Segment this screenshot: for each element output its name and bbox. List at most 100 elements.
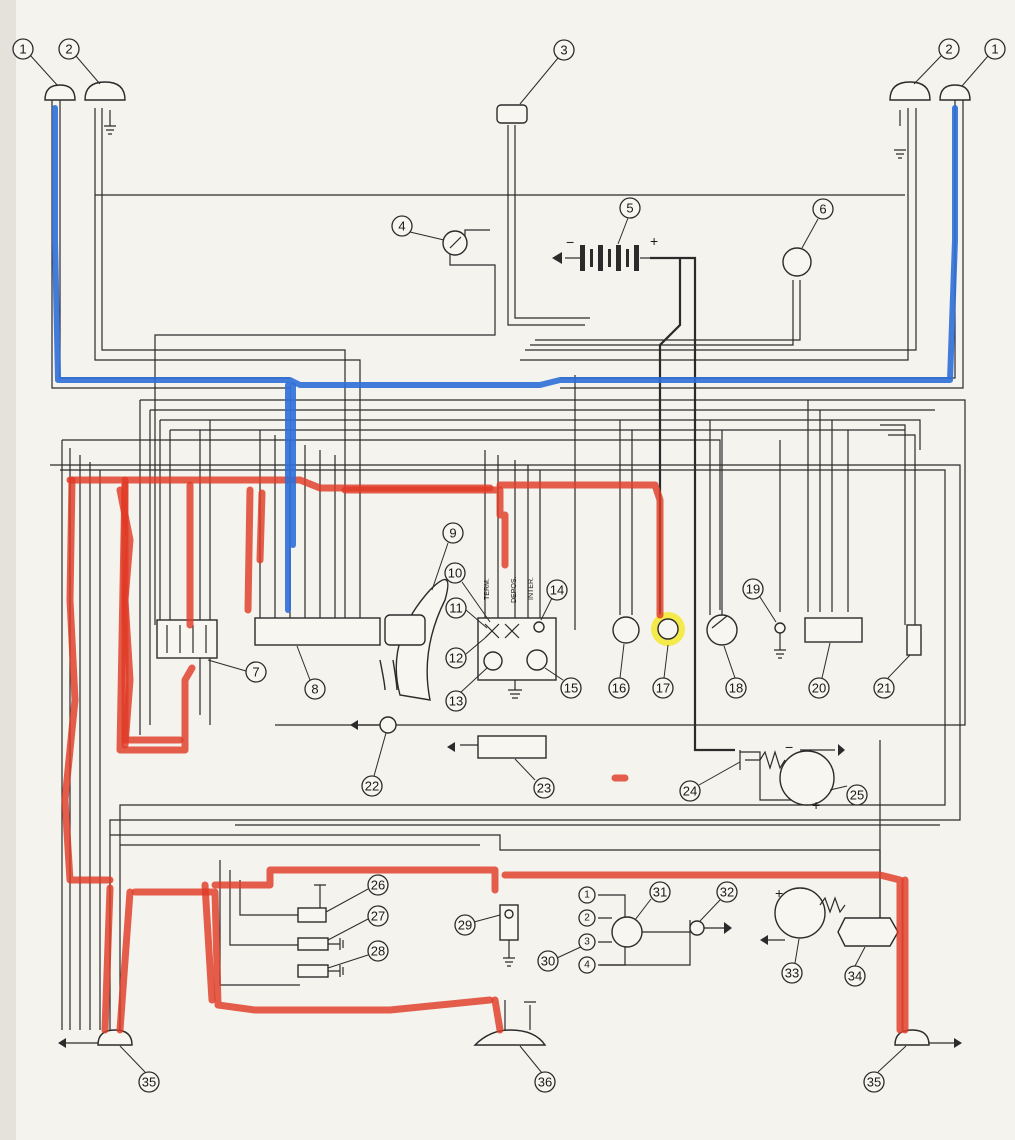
components (44, 81, 971, 1048)
svg-text:2: 2 (584, 913, 590, 924)
battery-lead (650, 256, 735, 752)
callout-1-left: 1 (12, 38, 59, 87)
callout-23: 23 (514, 758, 555, 799)
unit-20 (804, 617, 863, 643)
lamp-1-left (44, 84, 76, 101)
svg-text:5: 5 (626, 201, 633, 216)
svg-text:26: 26 (371, 878, 385, 893)
battery-minus: − (566, 234, 574, 250)
svg-text:27: 27 (371, 909, 385, 924)
svg-text:14: 14 (550, 583, 564, 598)
svg-text:32: 32 (720, 885, 734, 900)
lamp-13 (483, 651, 503, 671)
svg-text:30: 30 (541, 954, 555, 969)
callout-25: 25 (829, 784, 868, 806)
callout-7: 7 (207, 659, 267, 683)
battery-plus: + (650, 233, 658, 249)
red-highlight-traces (61, 476, 909, 1034)
callout-20: 20 (808, 642, 831, 699)
callout-30: 30 (537, 944, 586, 972)
callout-29: 29 (454, 914, 501, 936)
gauge-18 (706, 614, 738, 646)
callout-34: 34 (844, 946, 866, 987)
ground-35-right (894, 1029, 930, 1046)
motor-plus: + (775, 885, 783, 901)
svg-text:18: 18 (729, 681, 743, 696)
svg-text:4: 4 (584, 960, 590, 971)
svg-text:23: 23 (537, 781, 551, 796)
callout-6: 6 (801, 198, 834, 249)
svg-text:1: 1 (19, 42, 26, 57)
svg-text:25: 25 (850, 788, 864, 803)
svg-text:22: 22 (365, 779, 379, 794)
ignition-feed (658, 258, 682, 615)
svg-text:2: 2 (945, 42, 952, 57)
dist-terminal-1: 1 (578, 886, 596, 904)
svg-text:9: 9 (449, 526, 456, 541)
svg-text:20: 20 (812, 681, 826, 696)
switch-17 (657, 618, 679, 640)
callout-32: 32 (699, 881, 738, 922)
svg-text:4: 4 (398, 219, 405, 234)
switch-26 (297, 907, 327, 923)
svg-text:34: 34 (848, 969, 862, 984)
svg-text:35: 35 (142, 1075, 156, 1090)
svg-text:3: 3 (560, 43, 567, 58)
lamp-1-right (939, 84, 971, 101)
lamp-15 (526, 649, 548, 671)
label-depos: DEPOS. (511, 576, 518, 603)
callout-17: 17 (652, 644, 674, 699)
lamp-2-left (84, 81, 126, 101)
dynamo-minus: − (785, 739, 793, 755)
callout-22: 22 (361, 732, 387, 797)
ground-35-left (97, 1029, 133, 1046)
callout-2-left: 2 (58, 38, 101, 85)
switch-23 (477, 735, 547, 759)
callout-35-right: 35 (863, 1045, 907, 1093)
label-term: TERM. (484, 578, 491, 600)
callout-13: 13 (445, 667, 488, 712)
switch-22 (379, 716, 397, 734)
callout-21: 21 (873, 654, 911, 699)
lamp-14 (533, 621, 545, 633)
svg-text:12: 12 (449, 651, 463, 666)
svg-text:11: 11 (449, 601, 463, 616)
svg-text:33: 33 (785, 966, 799, 981)
callout-10: 10 (444, 562, 491, 623)
dynamo-plus: + (812, 797, 820, 813)
callout-15: 15 (544, 667, 582, 699)
callout-5: 5 (617, 197, 641, 245)
svg-text:6: 6 (819, 202, 826, 217)
connector-8 (254, 617, 381, 646)
dynamo-25 (779, 750, 835, 806)
callout-9: 9 (431, 522, 464, 591)
svg-text:2: 2 (65, 42, 72, 57)
wiper-switch-block (477, 617, 557, 681)
coil-34 (837, 917, 899, 947)
svg-text:31: 31 (653, 885, 667, 900)
callout-31: 31 (634, 881, 671, 921)
svg-text:1: 1 (991, 42, 998, 57)
callout-16: 16 (608, 643, 630, 699)
switch-32 (689, 920, 705, 936)
svg-text:7: 7 (252, 665, 259, 680)
svg-text:28: 28 (371, 944, 385, 959)
dist-terminal-4: 4 (578, 956, 596, 974)
svg-text:15: 15 (564, 681, 578, 696)
svg-text:8: 8 (311, 682, 318, 697)
blue-highlight-traces (52, 105, 958, 613)
callout-14: 14 (540, 579, 568, 621)
callout-24: 24 (679, 761, 741, 802)
svg-text:36: 36 (538, 1075, 552, 1090)
callout-19: 19 (742, 578, 777, 623)
callout-28: 28 (327, 940, 389, 969)
svg-text:21: 21 (877, 681, 891, 696)
svg-text:3: 3 (584, 937, 590, 948)
dist-terminal-3: 3 (578, 933, 596, 951)
callout-27: 27 (327, 905, 389, 941)
component-3 (496, 104, 528, 124)
horn-6 (782, 247, 812, 277)
svg-text:13: 13 (449, 694, 463, 709)
motor-33 (774, 887, 826, 939)
